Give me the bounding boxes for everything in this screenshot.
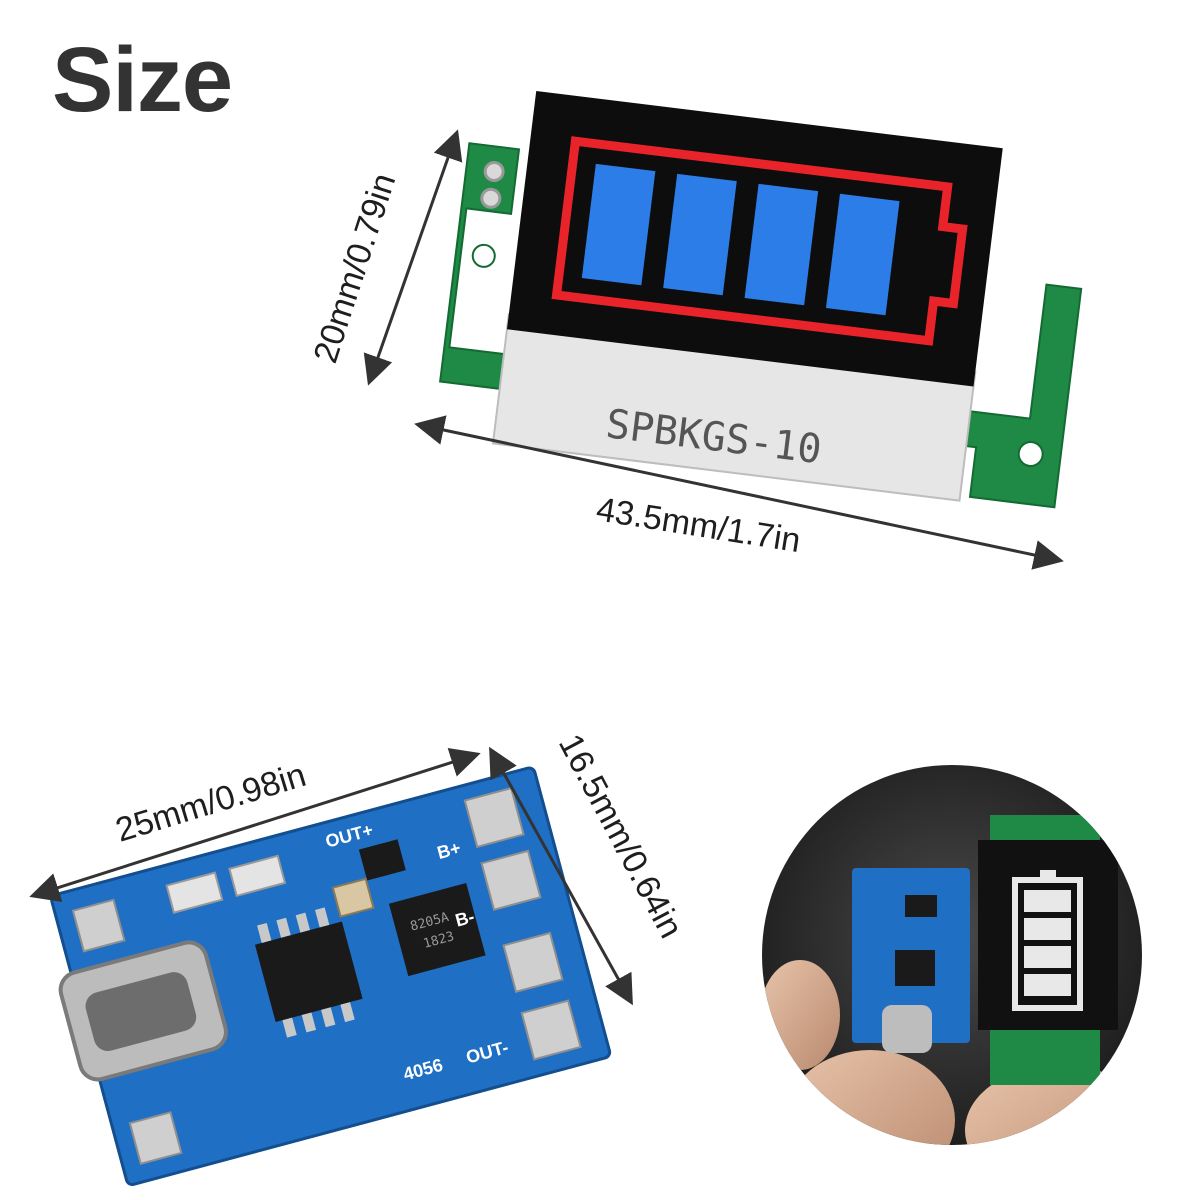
page-title: Size (52, 29, 233, 131)
battery-bar (581, 163, 656, 286)
battery-outline (551, 136, 968, 346)
charger-ic (254, 921, 363, 1023)
solder-pad (520, 999, 582, 1061)
battery-height-label: 20mm/0.79in (306, 169, 403, 368)
battery-bar (744, 183, 819, 306)
photo-usb-port (882, 1005, 932, 1053)
height-dimension-arrow (363, 129, 463, 386)
finger (785, 1050, 955, 1145)
in-hand-photo (762, 765, 1142, 1145)
thumb (762, 960, 840, 1070)
width-dimension-arrow (414, 415, 1064, 570)
pcb-hole (480, 187, 502, 209)
battery-bar (825, 193, 900, 316)
usb-c-opening (85, 972, 197, 1051)
solder-pad (128, 1111, 183, 1165)
battery-bar (663, 173, 737, 296)
solder-pad (71, 898, 126, 953)
pcb-hole (483, 160, 505, 182)
charger-width-arrow (29, 747, 481, 903)
mosfet-ic (388, 882, 486, 977)
silk-b-minus: B- (453, 906, 477, 930)
pcb-mount-hole (471, 243, 496, 268)
charger-height-arrow (489, 746, 633, 1006)
